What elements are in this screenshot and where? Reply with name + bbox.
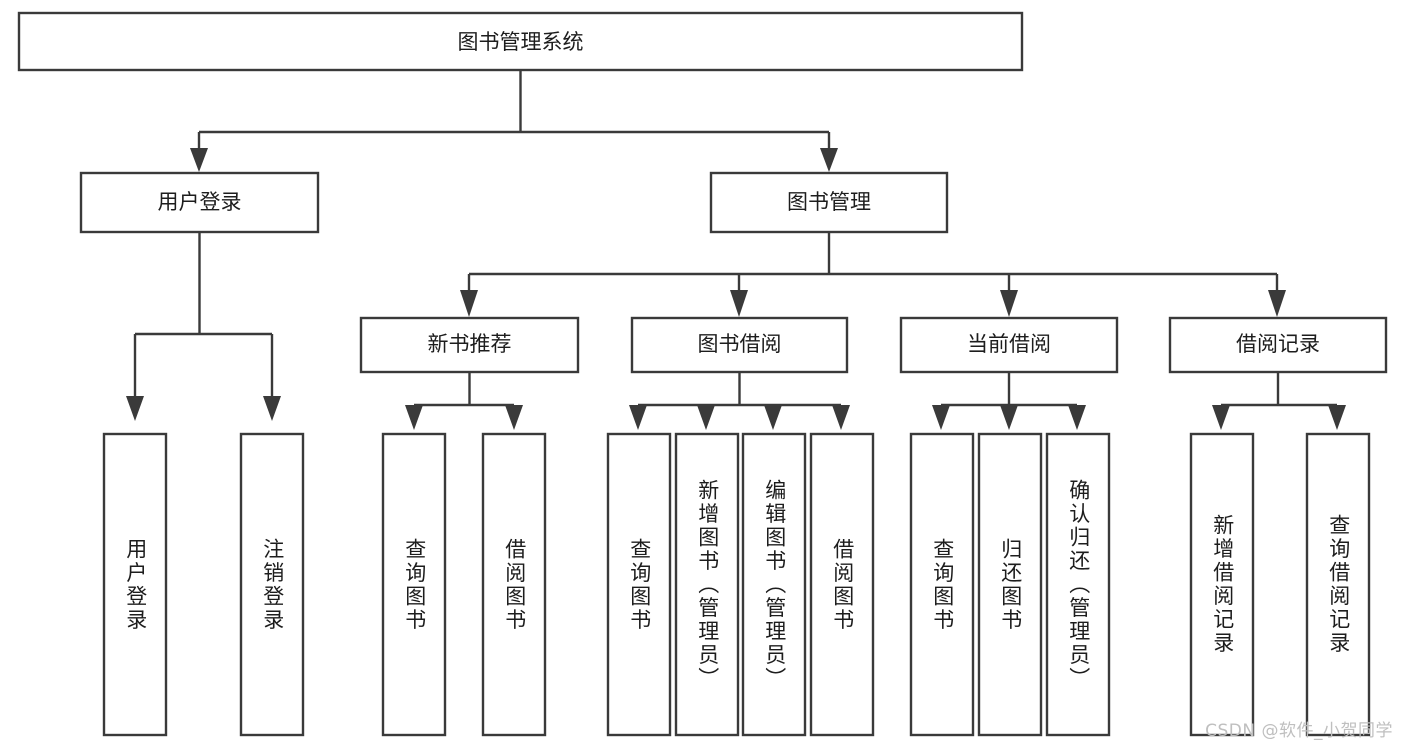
node-new-book-recommend[interactable]: 新书推荐 [359,316,580,374]
node-current-borrow-box[interactable] [899,316,1119,374]
leaf-add-borrow-record-box[interactable] [1189,432,1255,737]
node-book-borrow[interactable]: 图书借阅 [630,316,849,374]
arrow-head-icon [1068,405,1086,430]
arrow-head-icon [405,405,423,430]
connector-borrow-record-to-leaves [1212,372,1346,430]
connector-root-to-level2 [190,70,838,172]
connector-current-borrow-to-leaves [932,372,1086,430]
leaf-edit-book-admin-box[interactable] [741,432,807,737]
node-user-login[interactable]: 用户登录 [79,171,320,234]
leaf-logout-login-box[interactable] [239,432,305,737]
leaf-user-login-box[interactable] [102,432,168,737]
node-book-management[interactable]: 图书管理 [709,171,949,234]
node-current-borrow[interactable]: 当前借阅 [899,316,1119,374]
leaf-borrow-book-2-box[interactable] [809,432,875,737]
leaf-query-book-3-box[interactable] [909,432,975,737]
connector-new-book-recommend-to-leaves [405,372,523,430]
leaf-query-book-2-box[interactable] [606,432,672,737]
arrow-head-icon [730,290,748,317]
arrow-head-icon [505,405,523,430]
arrow-head-icon [820,148,838,172]
arrow-head-icon [764,405,782,430]
arrow-head-icon [263,396,281,421]
arrow-head-icon [1000,405,1018,430]
connector-book-management-to-level3 [460,232,1286,317]
node-book-management-label: 图书管理 [787,190,871,214]
node-root-system-box[interactable] [17,11,1024,72]
node-user-login-box[interactable] [79,171,320,234]
leaf-return-book-box[interactable] [977,432,1043,737]
arrow-head-icon [460,290,478,317]
node-borrow-record[interactable]: 借阅记录 [1168,316,1388,374]
node-new-book-recommend-box[interactable] [359,316,580,374]
arrow-head-icon [932,405,950,430]
arrow-head-icon [1328,405,1346,430]
arrow-head-icon [697,405,715,430]
node-borrow-record-label: 借阅记录 [1236,332,1320,356]
arrow-head-icon [629,405,647,430]
leaf-query-book-1-box[interactable] [381,432,447,737]
leaf-add-book-admin-box[interactable] [674,432,740,737]
leaf-query-borrow-record-box[interactable] [1305,432,1371,737]
node-root-system[interactable]: 图书管理系统 [17,11,1024,72]
arrow-head-icon [832,405,850,430]
arrow-head-icon [190,148,208,172]
leaf-borrow-book-1-box[interactable] [481,432,547,737]
node-new-book-recommend-label: 新书推荐 [428,332,512,356]
connector-book-borrow-to-leaves [629,372,850,430]
arrow-head-icon [1268,290,1286,317]
arrow-head-icon [1000,290,1018,317]
node-user-login-label: 用户登录 [158,190,242,214]
node-root-system-label: 图书管理系统 [458,30,584,54]
node-current-borrow-label: 当前借阅 [967,332,1051,356]
node-book-borrow-label: 图书借阅 [698,332,782,356]
leaf-confirm-return-admin-box[interactable] [1045,432,1111,737]
watermark-text: CSDN @软件_小贺同学 [1205,721,1393,741]
connector-user-login-to-leaves [126,232,281,421]
arrow-head-icon [126,396,144,421]
arrow-head-icon [1212,405,1230,430]
